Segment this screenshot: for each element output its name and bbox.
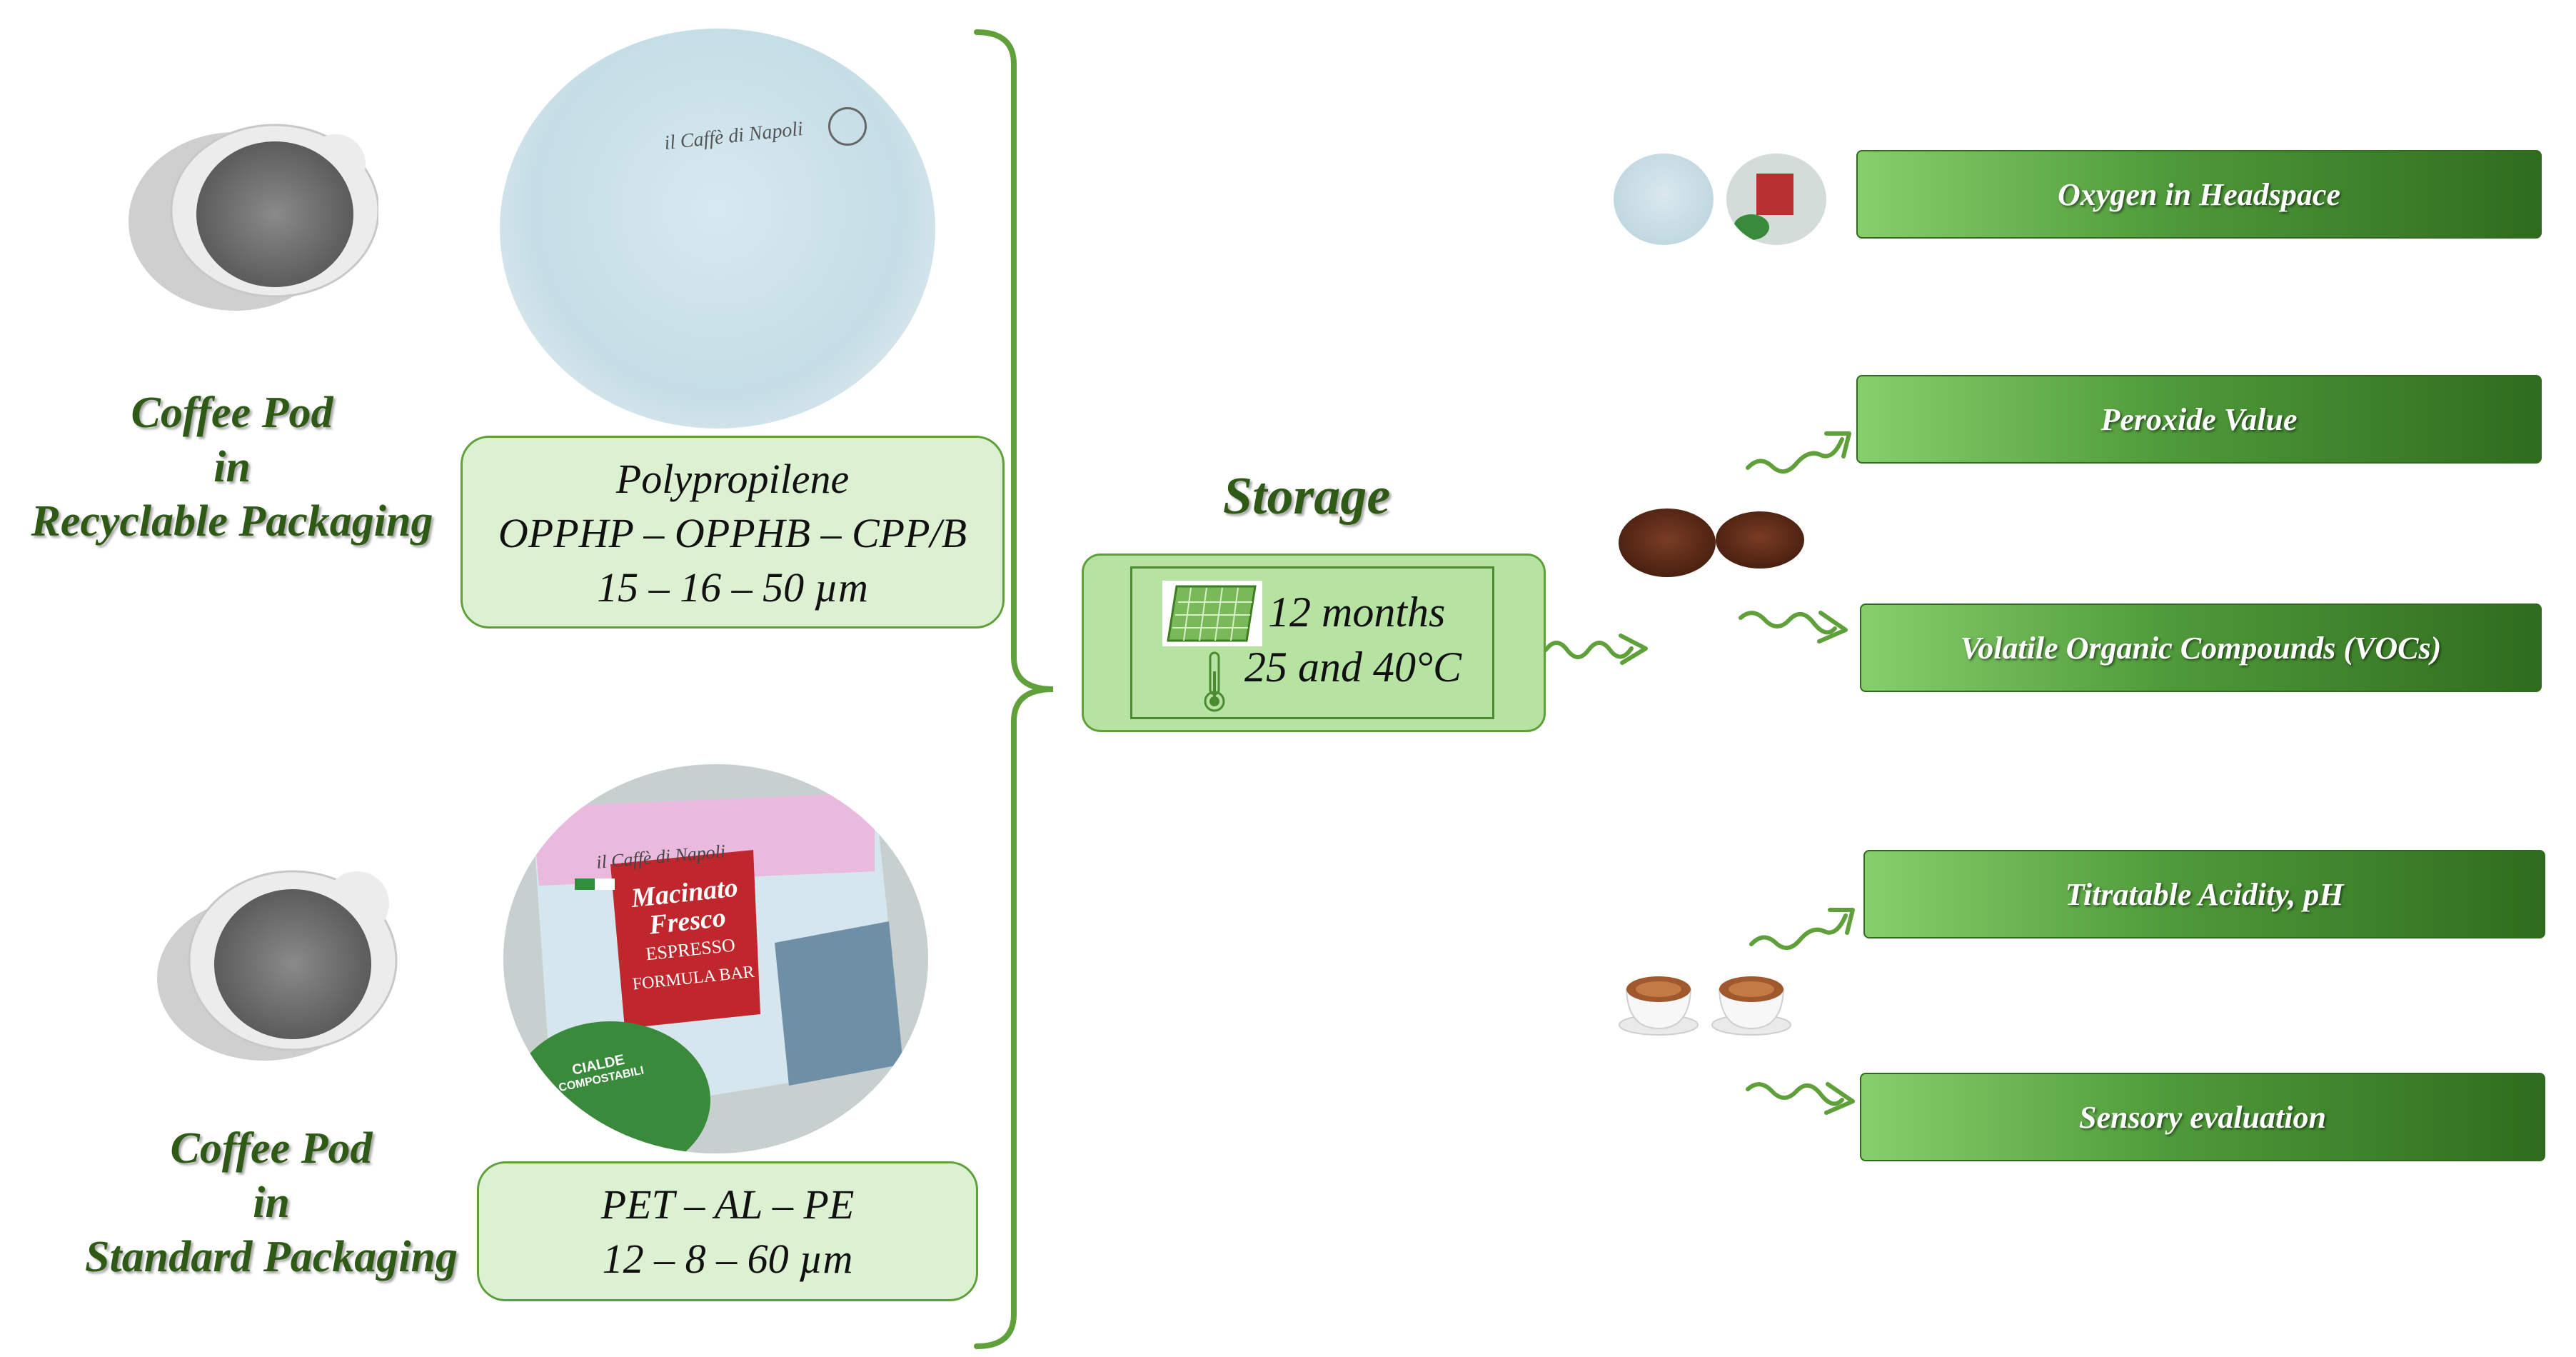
recyclable-package-seal-icon xyxy=(828,107,867,146)
recyclable-material: Polypropilene xyxy=(615,456,850,502)
squiggle-arrow-storage xyxy=(1544,634,1648,665)
recyclable-specs-box: Polypropilene OPPHP – OPPHB – CPP/B 15 –… xyxy=(461,436,1005,629)
standard-package-product-name: Macinato Fresco ESPRESSO FORMULA BAR xyxy=(619,872,759,999)
standard-specs-box: PET – AL – PE 12 – 8 – 60 µm xyxy=(477,1161,978,1301)
analysis-titratable-acidity-ph: Titratable Acidity, pH xyxy=(1863,850,2545,938)
espresso-cups-image xyxy=(1619,976,1791,1036)
standard-thumbnail-green-panel xyxy=(1734,214,1769,240)
recyclable-package-photo: il Caffè di Napoli xyxy=(500,29,935,429)
standard-thickness: 12 – 8 – 60 µm xyxy=(602,1236,853,1282)
storage-inner-frame xyxy=(1130,566,1494,719)
standard-label-line1: Coffee Pod xyxy=(170,1124,373,1173)
thermometer-icon xyxy=(1204,651,1225,712)
storage-title: Storage xyxy=(1222,467,1391,526)
recyclable-label-line1: Coffee Pod xyxy=(131,389,333,437)
storage-box: 12 months 25 and 40°C xyxy=(1082,554,1546,732)
standard-thumbnail-red-panel xyxy=(1756,174,1793,215)
coffee-pod-image-standard xyxy=(157,870,398,1061)
standard-package-photo: il Caffè di Napoli Macinato Fresco ESPRE… xyxy=(503,764,928,1153)
analysis-sensory-evaluation: Sensory evaluation xyxy=(1860,1073,2545,1161)
recyclable-package-thumbnail xyxy=(1614,154,1714,245)
squiggle-arrow-sensory xyxy=(1746,1082,1855,1115)
standard-package-art xyxy=(503,764,928,1153)
ground-coffee-image xyxy=(1619,509,1804,577)
standard-label-line3: Standard Packaging xyxy=(85,1233,458,1281)
recyclable-thickness: 15 – 16 – 50 µm xyxy=(597,564,868,611)
analysis-vocs: Volatile Organic Compounds (VOCs) xyxy=(1860,604,2542,692)
analysis-oxygen-headspace: Oxygen in Headspace xyxy=(1856,150,2542,239)
storage-temperature: 25 and 40°C xyxy=(1244,644,1462,691)
squiggle-arrow-acidity xyxy=(1749,908,1855,950)
recyclable-layers: OPPHP – OPPHB – CPP/B xyxy=(498,510,967,556)
squiggle-arrow-vocs xyxy=(1739,611,1848,644)
squiggle-arrow-peroxide xyxy=(1746,431,1851,474)
standard-packaging-label: Coffee Pod in Standard Packaging xyxy=(57,1121,485,1284)
recyclable-label-line2: in xyxy=(213,443,251,491)
standard-layers: PET – AL – PE xyxy=(600,1181,855,1228)
recyclable-package-brand-print: il Caffè di Napoli xyxy=(663,117,805,155)
grouping-brace xyxy=(974,29,1054,1349)
standard-label-line2: in xyxy=(253,1178,290,1227)
calendar-icon xyxy=(1162,581,1262,646)
recyclable-label-line3: Recyclable Packaging xyxy=(31,497,433,546)
recyclable-packaging-label: Coffee Pod in Recyclable Packaging xyxy=(0,386,464,549)
storage-duration: 12 months xyxy=(1268,589,1446,636)
coffee-pod-image-recyclable xyxy=(129,124,378,311)
analysis-peroxide-value: Peroxide Value xyxy=(1856,375,2542,464)
standard-package-thumbnail xyxy=(1726,154,1826,245)
